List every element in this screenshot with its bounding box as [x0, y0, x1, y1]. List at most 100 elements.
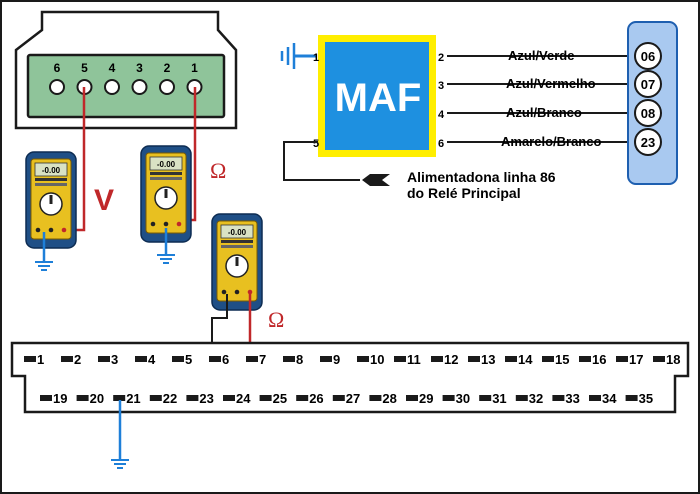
- ohmmeter-2: -0.00: [210, 212, 264, 312]
- terminal-08: 08: [634, 99, 662, 127]
- ecu-pin-number: 16: [592, 352, 606, 367]
- ecu-pin-number: 35: [639, 391, 653, 406]
- ecu-pin-number: 5: [185, 352, 192, 367]
- supply-wire: [283, 141, 360, 181]
- ecu-pin-number: 12: [444, 352, 458, 367]
- ecu-pin-number: 26: [309, 391, 323, 406]
- meter-display: -0.00: [42, 166, 61, 175]
- connector-pin-number: 5: [81, 61, 88, 75]
- ecu-pin-number: 32: [529, 391, 543, 406]
- ecu-pin-contact: [186, 395, 199, 401]
- ecu-pin-contact: [24, 356, 36, 362]
- terminal-07: 07: [634, 70, 662, 98]
- maf-label: MAF: [335, 76, 422, 120]
- ohmmeter-1: -0.00: [139, 144, 193, 244]
- connector-pin-number: 6: [54, 61, 61, 75]
- output-wires: [447, 55, 635, 143]
- ecu-pin-contact: [468, 356, 480, 362]
- svg-text:08: 08: [641, 106, 655, 121]
- wire-color-label: Amarelo/Branco: [501, 134, 601, 149]
- ecu-pin-contact: [369, 395, 382, 401]
- ecu-pin-contact: [515, 395, 528, 401]
- ecu-pin-contact: [40, 395, 52, 401]
- ecu-pin-contact: [209, 356, 221, 362]
- supply-arrow-icon: [362, 174, 390, 186]
- terminal-23: 23: [634, 128, 662, 156]
- maf-sensor: [325, 42, 429, 150]
- ecu-pin-contact: [357, 356, 369, 362]
- ecu-pin-number: 18: [666, 352, 680, 367]
- ecu-pin-contact: [505, 356, 517, 362]
- ecu-pin-number: 1: [37, 352, 44, 367]
- ecu-pin-contact: [246, 356, 258, 362]
- connector-pin-number: 2: [164, 61, 171, 75]
- meter-display: -0.00: [228, 228, 247, 237]
- svg-text:07: 07: [641, 77, 655, 92]
- voltage-symbol: V: [94, 184, 114, 217]
- ecu-pin-contact: [616, 356, 628, 362]
- ecu-pin-number: 23: [199, 391, 213, 406]
- ecu-pin-contact: [406, 395, 418, 401]
- maf-pin-label: 2: [438, 52, 444, 64]
- ecu-pin-number: 2: [74, 352, 81, 367]
- svg-text:23: 23: [641, 135, 655, 150]
- maf-pin-label: 1: [313, 52, 319, 64]
- terminal-06: 06: [634, 42, 662, 70]
- ecu-pin-number: 4: [148, 352, 156, 367]
- ecu-pin-contact: [442, 395, 455, 401]
- ecu-pin-contact: [223, 395, 235, 401]
- ecu-pin-number: 7: [259, 352, 266, 367]
- maf-pin-label: 5: [313, 138, 319, 150]
- ecu-pin-number: 29: [419, 391, 433, 406]
- ecu-pin-contact: [135, 356, 147, 362]
- ecu-pin-contact: [431, 356, 443, 362]
- ecu-pin-number: 13: [481, 352, 495, 367]
- ecu-pin-contact: [61, 356, 73, 362]
- ecu-pin-number: 33: [565, 391, 579, 406]
- maf-pin-label: 4: [438, 109, 445, 121]
- ecu-pin-contact: [98, 356, 110, 362]
- ecu-pin-contact: [589, 395, 601, 401]
- ecu-pin-contact: [76, 395, 89, 401]
- connector-pin-hole: [104, 79, 120, 95]
- ecu-pin-number: 8: [296, 352, 303, 367]
- ecu-pin-number: 10: [370, 352, 384, 367]
- maf-pin-label: 3: [438, 80, 444, 92]
- svg-text:06: 06: [641, 49, 655, 64]
- ecu-pin-number: 30: [456, 391, 470, 406]
- ecu-pin-contact: [332, 395, 345, 401]
- ecu-pin-contact: [259, 395, 272, 401]
- wire-meter-to-pin6: [211, 294, 228, 350]
- ecu-pin-contact: [320, 356, 332, 362]
- ecu-pin-contact: [625, 395, 638, 401]
- ecu-pin-contact: [172, 356, 184, 362]
- ecu-pin-contact: [394, 356, 406, 362]
- wire-color-label: Azul/Verde: [508, 48, 574, 63]
- voltmeter: -0.00: [24, 150, 78, 250]
- meter-display: -0.00: [157, 160, 176, 169]
- ecu-pin-contact: [283, 356, 295, 362]
- supply-note-line1: Alimentadona linha 86: [407, 169, 556, 185]
- ecu-pin-number: 17: [629, 352, 643, 367]
- connector-pin-hole: [131, 79, 148, 95]
- connector-pin-number: 3: [136, 61, 143, 75]
- ecu-pin-number: 21: [126, 391, 140, 406]
- ecu-pin-contact: [479, 395, 492, 401]
- ecu-pin-contact: [552, 395, 565, 401]
- ecu-pin-number: 14: [518, 352, 533, 367]
- ecu-pin-contact: [113, 395, 126, 401]
- connector-pin-hole: [49, 79, 65, 95]
- ecu-pin-number: 20: [90, 391, 104, 406]
- ecu-pin-number: 34: [602, 391, 617, 406]
- connector-pin-number: 1: [191, 61, 198, 75]
- ecu-pin-number: 27: [346, 391, 360, 406]
- supply-note-line2: do Relé Principal: [407, 185, 521, 201]
- ohm-symbol: Ω: [268, 307, 284, 332]
- ecu-pin-contact: [149, 395, 162, 401]
- ground-symbol-icon: [280, 43, 296, 69]
- ecu-pin-number: 22: [163, 391, 177, 406]
- ecu-pin-number: 9: [333, 352, 340, 367]
